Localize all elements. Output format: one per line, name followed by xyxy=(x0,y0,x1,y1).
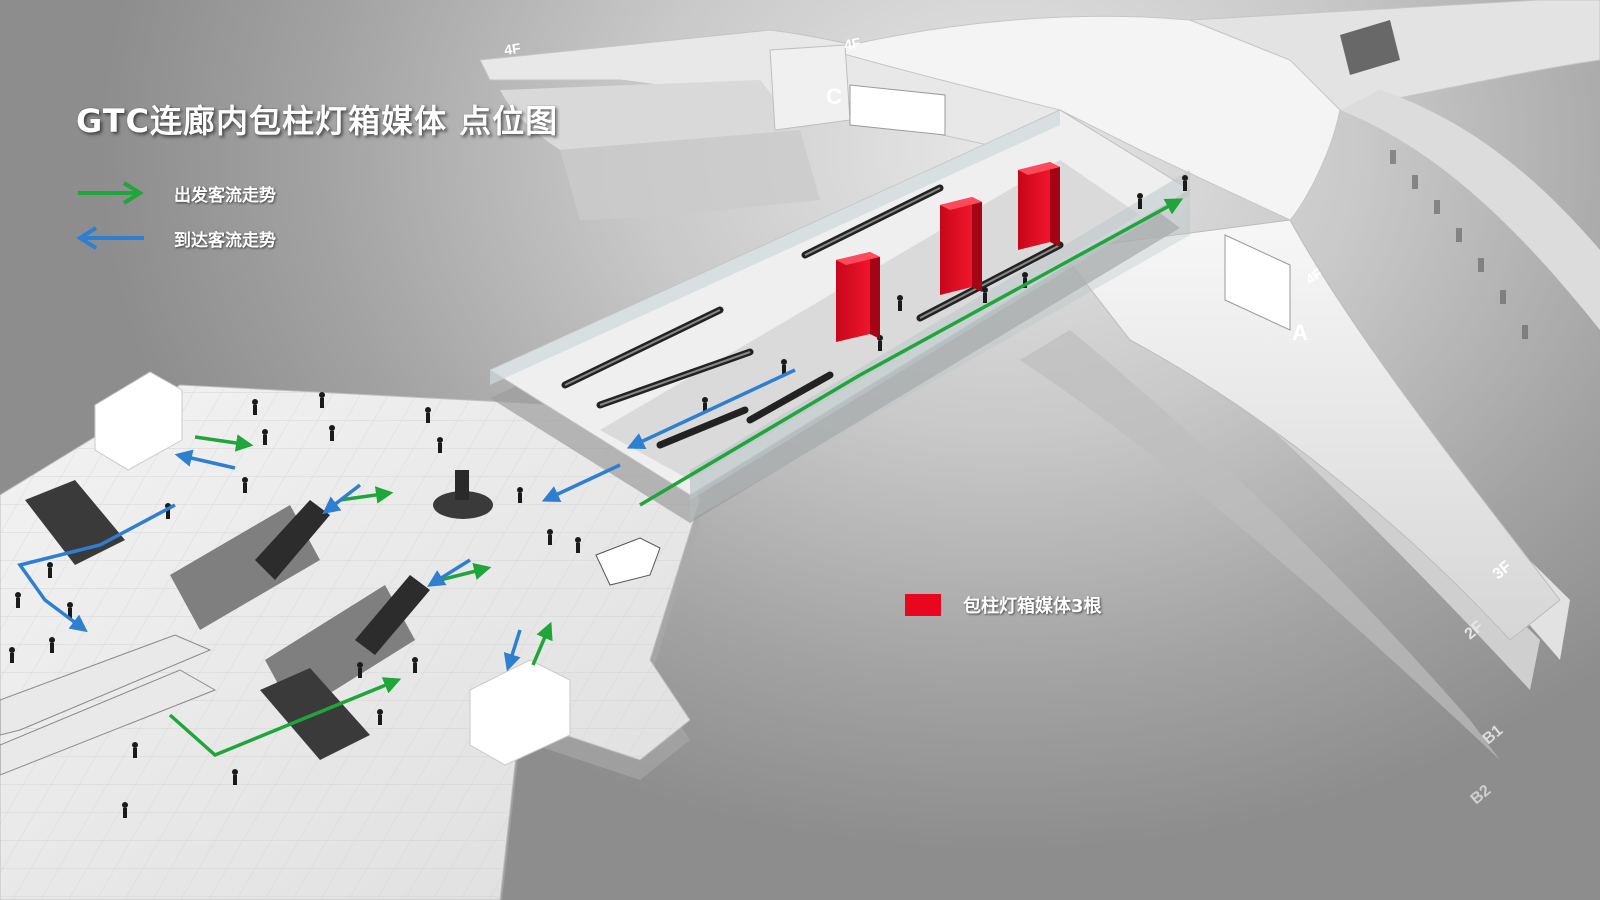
zone-a-label: A xyxy=(1292,320,1308,345)
floor-4f-top-label: 4F xyxy=(843,34,862,53)
blue-arrow-icon xyxy=(76,226,144,250)
floor-b2-label: B2 xyxy=(1468,782,1495,808)
terminal-building: C A 4F 4F 4F 3F 2F B1 B2 xyxy=(479,0,1600,808)
media-columns xyxy=(836,162,1060,342)
legend-departure-label: 出发客流走势 xyxy=(174,185,276,206)
media-column-1 xyxy=(836,252,880,342)
green-arrow-icon xyxy=(78,181,144,205)
red-swatch-icon xyxy=(905,594,941,616)
departure-flow-arrows xyxy=(168,198,1184,758)
page-title: GTC连廊内包柱灯箱媒体 点位图 xyxy=(76,102,559,140)
legend-arrival: 到达客流走势 xyxy=(76,225,276,251)
floor-4f-left-label: 4F xyxy=(503,40,522,58)
legend-media-label: 包柱灯箱媒体3根 xyxy=(963,596,1102,617)
zone-c-label: C xyxy=(826,84,842,109)
legend-media: 包柱灯箱媒体3根 xyxy=(905,592,1102,618)
gtc-plaza xyxy=(0,371,701,900)
legend-arrival-label: 到达客流走势 xyxy=(174,230,276,251)
media-column-3 xyxy=(1018,162,1060,250)
media-column-2 xyxy=(940,197,982,295)
arrival-flow-arrows xyxy=(17,368,796,672)
legend-departure: 出发客流走势 xyxy=(76,180,276,206)
